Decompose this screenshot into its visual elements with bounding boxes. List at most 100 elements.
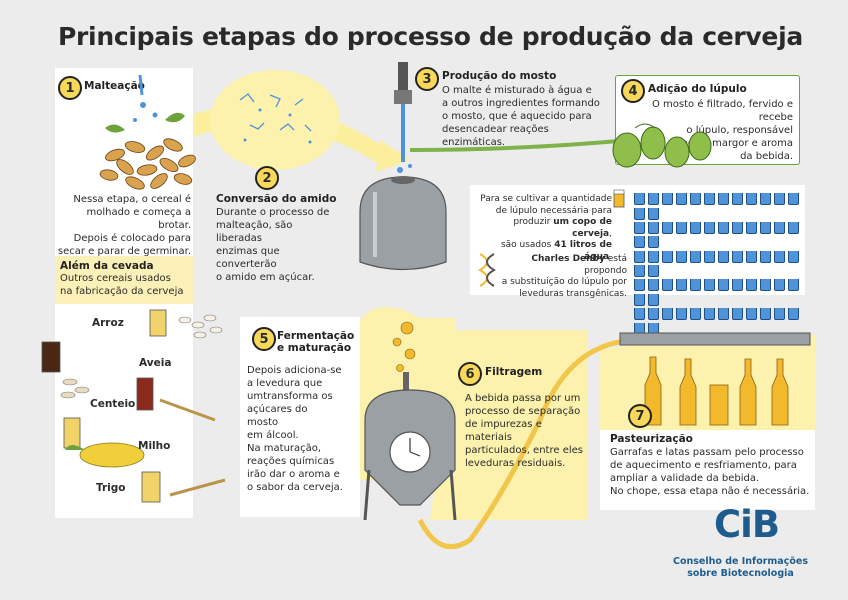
water-cup-icon xyxy=(759,279,771,292)
grain-aveia: Aveia xyxy=(139,357,172,369)
water-cup-icon xyxy=(787,308,799,321)
grain-trigo: Trigo xyxy=(96,482,126,494)
water-cup-icon xyxy=(689,221,701,234)
water-cup-icon xyxy=(787,221,799,234)
malt-grains-illustration xyxy=(99,75,196,190)
water-cup-icon xyxy=(633,236,645,249)
water-cup-icon xyxy=(717,279,729,292)
water-cup-icon xyxy=(633,293,645,306)
water-cup-icon xyxy=(731,308,743,321)
step1-title: Malteação xyxy=(84,80,145,92)
water-cup-icon xyxy=(703,221,715,234)
cib-logo: CiB xyxy=(714,503,780,546)
step6-number: 6 xyxy=(458,362,482,386)
water-cup-icon xyxy=(759,308,771,321)
water-cup-icon xyxy=(633,207,645,220)
step7-panel xyxy=(600,430,815,510)
water-cup-icon xyxy=(633,308,645,321)
water-cup-icon xyxy=(661,193,673,206)
enzymes-illustration xyxy=(239,93,312,144)
water-cup-icon xyxy=(773,193,785,206)
water-cup-icon xyxy=(773,250,785,263)
green-pipe xyxy=(409,138,631,152)
water-cup-icon xyxy=(717,193,729,206)
water-cup-icon xyxy=(647,265,659,278)
step2-title: Conversão do amido xyxy=(216,193,337,205)
fermentation-tank-illustration xyxy=(363,321,457,521)
water-cup-icon xyxy=(675,221,687,234)
water-cup-icon xyxy=(647,221,659,234)
water-cup-icon xyxy=(759,250,771,263)
grain-milho: Milho xyxy=(138,440,171,452)
water-cup-icon xyxy=(675,193,687,206)
water-cup-icon xyxy=(703,308,715,321)
water-cup-icon xyxy=(731,279,743,292)
water-cup-icon xyxy=(661,279,673,292)
water-cup-icon xyxy=(703,279,715,292)
water-cup-icon xyxy=(773,308,785,321)
water-cup-icon xyxy=(633,250,645,263)
water-cup-icon xyxy=(731,250,743,263)
water-cup-icon xyxy=(745,250,757,263)
beer-glass-icon xyxy=(613,189,625,208)
water-cup-icon xyxy=(773,221,785,234)
water-cup-icon xyxy=(661,308,673,321)
charles-text: Charles Denby está propondo a substituiç… xyxy=(501,254,627,299)
water-cup-icon xyxy=(689,250,701,263)
water-cup-icon xyxy=(717,221,729,234)
water-cup-icon xyxy=(787,250,799,263)
step3-number: 3 xyxy=(415,67,439,91)
flow-arrow-head xyxy=(376,140,410,172)
grain-centeio: Centeio xyxy=(90,398,136,410)
water-cup-icon xyxy=(773,279,785,292)
water-cup-icon xyxy=(689,193,701,206)
water-cup-icon xyxy=(633,193,645,206)
water-cup-icon xyxy=(661,221,673,234)
water-cup-icon xyxy=(647,207,659,220)
bottles-illustration xyxy=(619,332,811,426)
water-cup-icon xyxy=(745,193,757,206)
water-cup-icon xyxy=(745,221,757,234)
grains-illustration xyxy=(41,309,226,503)
wort-tank-illustration xyxy=(359,62,447,271)
water-cup-icon xyxy=(647,236,659,249)
water-cup-icon xyxy=(717,308,729,321)
water-cup-icon xyxy=(689,308,701,321)
step4-title: Adição do lúpulo xyxy=(648,83,747,95)
step7-number: 7 xyxy=(628,404,652,428)
water-cup-icon xyxy=(745,308,757,321)
water-cup-icon xyxy=(675,250,687,263)
grain-arroz: Arroz xyxy=(92,317,124,329)
water-cups-grid xyxy=(632,192,804,336)
step2-number: 2 xyxy=(255,166,279,190)
water-cup-icon xyxy=(745,279,757,292)
water-cup-icon xyxy=(731,193,743,206)
water-cup-icon xyxy=(647,308,659,321)
water-cup-icon xyxy=(647,279,659,292)
water-cup-icon xyxy=(661,250,673,263)
water-cup-icon xyxy=(703,193,715,206)
hops-illustration xyxy=(612,123,712,168)
grains-panel xyxy=(55,304,193,518)
alem-title: Além da cevada xyxy=(60,260,154,272)
step1-number: 1 xyxy=(58,76,82,100)
alem-header xyxy=(55,256,193,304)
water-cup-icon xyxy=(787,193,799,206)
step3-title: Produção do mosto xyxy=(442,70,557,82)
water-cup-icon xyxy=(633,279,645,292)
water-cup-icon xyxy=(675,308,687,321)
water-cup-icon xyxy=(647,250,659,263)
water-cup-icon xyxy=(633,265,645,278)
water-cup-icon xyxy=(759,193,771,206)
enzyme-cloud xyxy=(210,70,340,170)
